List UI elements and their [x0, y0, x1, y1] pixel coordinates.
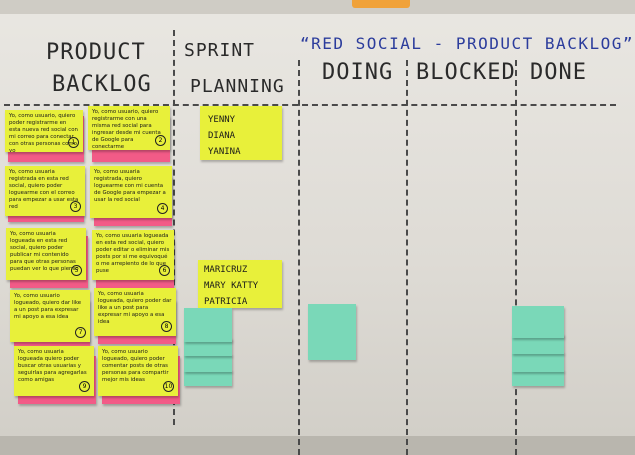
story-text: Yo, como usuario, quiero registrarme con…	[92, 109, 161, 150]
story-text: Yo, como usuaria logueada en esta red so…	[96, 233, 170, 274]
story-note[interactable]: Yo, como usuario, quiero registrarme con…	[88, 106, 170, 150]
green-note-stack-layer	[512, 334, 564, 354]
sprint-planning-title-line2: PLANNING	[190, 76, 285, 97]
team-member-name: MARY KATTY	[204, 281, 259, 291]
story-text: Yo, como usuario logueado, quiero poder …	[102, 349, 169, 383]
story-text: Yo, como usuaria logueada quiero poder b…	[18, 349, 87, 383]
story-number: 3	[70, 201, 81, 212]
green-note-stack-layer	[512, 370, 564, 386]
team-member-name: PATRICIA	[204, 297, 248, 307]
story-number: 8	[161, 321, 172, 332]
column-divider-3	[406, 60, 408, 455]
team-member-name: YANINA	[208, 147, 241, 157]
team-note-2[interactable]: MARICRUZ MARY KATTY PATRICIA	[198, 260, 282, 308]
story-text: Yo, como usuario, quiero poder registrar…	[9, 113, 78, 152]
story-note[interactable]: Yo, como usuaria logueada en esta red so…	[6, 228, 86, 280]
story-number: 7	[75, 327, 86, 338]
team-member-name: MARICRUZ	[204, 265, 248, 275]
story-number: 1	[68, 137, 79, 148]
column-divider-4	[515, 60, 517, 455]
column-divider-1	[173, 30, 175, 425]
doing-title: DOING	[322, 60, 394, 85]
team-member-name: YENNY	[208, 115, 236, 125]
green-note-scribble	[308, 304, 356, 314]
story-note[interactable]: Yo, como usuario logueado, quiero poder …	[98, 346, 178, 396]
story-note[interactable]: Yo, como usuaria logueada en esta red so…	[92, 230, 174, 280]
story-number: 4	[157, 203, 168, 214]
done-title: DONE	[530, 60, 587, 85]
story-number: 6	[159, 265, 170, 276]
green-note-scribble	[512, 306, 564, 316]
story-note[interactable]: Yo, como usuaria logueada quiero poder b…	[14, 346, 94, 396]
story-text: Yo, como usuaria registrada en esta red …	[9, 169, 79, 210]
story-note[interactable]: Yo, como usuario logueado, quiero dar li…	[10, 290, 90, 342]
story-number: 10	[163, 381, 174, 392]
orange-tape	[352, 0, 410, 8]
story-number: 9	[79, 381, 90, 392]
header-divider	[4, 104, 616, 106]
story-note[interactable]: Yo, como usuario, quiero poder registrar…	[5, 110, 83, 152]
team-note-1[interactable]: YENNY DIANA YANINA	[200, 106, 282, 160]
green-note-scribble	[184, 308, 232, 318]
story-text: Yo, como usuaria logueada, quiero poder …	[98, 291, 172, 325]
story-text: Yo, como usuario logueado, quiero dar li…	[14, 293, 82, 320]
story-note[interactable]: Yo, como usuaria registrada en esta red …	[5, 166, 85, 216]
green-task-note[interactable]	[184, 308, 232, 342]
green-note-stack-layer	[184, 338, 232, 356]
story-note[interactable]: Yo, como usuaria registrada, quiero logu…	[90, 166, 172, 218]
green-note-stack-layer	[184, 370, 232, 386]
sprint-planning-title-line1: SPRINT	[184, 40, 256, 61]
green-task-note-done[interactable]	[512, 306, 564, 338]
green-note-stack-layer	[512, 352, 564, 372]
blocked-title: BLOCKED	[416, 60, 516, 85]
story-number: 5	[71, 265, 82, 276]
story-number: 2	[155, 135, 166, 146]
story-text: Yo, como usuaria logueada en esta red so…	[10, 231, 79, 272]
story-text: Yo, como usuaria registrada, quiero logu…	[94, 169, 166, 203]
product-backlog-title-line1: PRODUCT	[46, 40, 146, 65]
header-note-red-social: “RED SOCIAL - PRODUCT BACKLOG”	[300, 34, 634, 53]
green-task-note-doing[interactable]	[308, 304, 356, 360]
product-backlog-title-line2: BACKLOG	[52, 72, 152, 97]
story-note[interactable]: Yo, como usuaria logueada, quiero poder …	[94, 288, 176, 336]
board-top-edge	[0, 0, 635, 14]
column-divider-2	[298, 60, 300, 455]
team-member-name: DIANA	[208, 131, 236, 141]
green-note-stack-layer	[184, 354, 232, 372]
